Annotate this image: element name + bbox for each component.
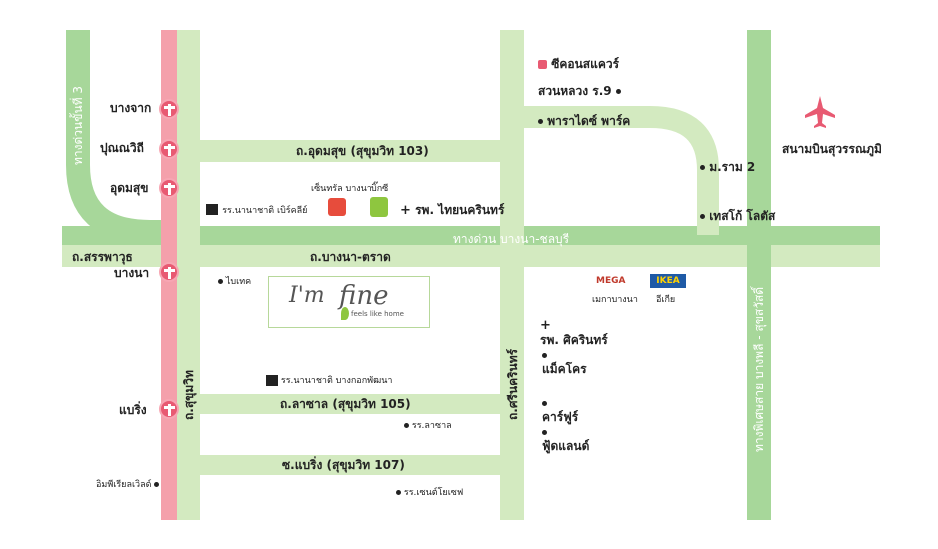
- udomsuk-road-label: ถ.อุดมสุข (สุขุมวิท 103): [296, 144, 429, 158]
- bearing-road: [178, 455, 510, 475]
- st-joseph-label: รร.เซนต์โยเซฟ: [396, 486, 463, 500]
- udomsuk-road: [178, 140, 510, 162]
- mega-logo: MEGA: [596, 276, 626, 286]
- sanphawut-road-label: ถ.สรรพาวุธ: [72, 250, 133, 264]
- ikea-label: อีเกีย: [656, 295, 676, 305]
- makro-label: แม็คโคร: [542, 348, 587, 376]
- bigc-logo-icon: [370, 197, 388, 217]
- ikea-logo: IKEA: [650, 274, 686, 288]
- srinakarin-road: [500, 30, 524, 520]
- station-punnawithi-icon: [159, 139, 179, 159]
- lasalle-road: [178, 394, 510, 414]
- carrefour-label: คาร์ฟูร์: [542, 396, 578, 424]
- expressway-3-label: ทางด่วนขั้นที่ 3: [71, 85, 85, 165]
- tesco-label: เทสโก้ โลตัส: [700, 209, 775, 223]
- school-icon: [206, 204, 218, 215]
- airplane-icon: [805, 96, 835, 128]
- bangna-trad-road-label: ถ.บางนา-ตราด: [310, 250, 391, 264]
- school-icon: [266, 375, 278, 386]
- foodland-label: ฟู้ดแลนด์: [542, 425, 589, 453]
- sukhumvit-road: [176, 30, 200, 520]
- bangna-trad-road: [62, 245, 880, 267]
- station-label-bangna: บางนา: [114, 266, 150, 280]
- mega-label: เมกาบางนา: [592, 295, 638, 305]
- thainakarin-label: + รพ. ไทยนครินทร์: [400, 203, 505, 218]
- station-label-bangchak: บางจาก: [110, 101, 152, 115]
- station-label-udomsuk: อุดมสุข: [110, 181, 149, 195]
- central-logo-icon: [328, 198, 346, 216]
- lasalle-school-label: รร.ลาซาล: [404, 419, 452, 433]
- station-label-punnawithi: ปุณณวิถี: [100, 141, 144, 155]
- suanluang-label: สวนหลวง ร.9: [538, 84, 621, 98]
- bangkok-patana-label: รร.นานาชาติ บางกอกพัฒนา: [266, 374, 392, 388]
- lasalle-road-label: ถ.ลาซาล (สุขุมวิท 105): [280, 397, 411, 411]
- sikarin-label: +รพ. ศิครินทร์: [540, 318, 608, 348]
- bigc-label: บิ๊กซี: [371, 184, 389, 194]
- sukhumvit-road-label: ถ.สุขุมวิท: [182, 370, 196, 420]
- station-udomsuk-icon: [159, 178, 179, 198]
- srinakarin-road-label: ถ.ศรีนครินทร์: [506, 348, 520, 420]
- seacon-logo-icon: [538, 60, 547, 69]
- bangphli-expressway-label: ทางพิเศษสาย บางพลี - สุขสวัสดิ์: [752, 286, 766, 452]
- paradise-park-label: พาราไดซ์ พาร์ค: [538, 114, 630, 128]
- bearing-road-label: ซ.แบริ่ง (สุขุมวิท 107): [282, 458, 405, 472]
- bangphli-expressway: [747, 30, 771, 520]
- central-label: เซ็นทรัล บางนา: [311, 184, 372, 194]
- station-label-bearing: แบริ่ง: [119, 403, 147, 417]
- imperial-world-label: อิมพีเรียลเวิลด์: [96, 478, 160, 492]
- station-bearing-icon: [159, 399, 179, 419]
- bangna-chonburi-label: ทางด่วน บางนา-ชลบุรี: [453, 232, 570, 246]
- station-bangna-icon: [159, 262, 179, 282]
- ramkhamhaeng-2-road: [510, 106, 719, 235]
- project-logo: I'm fine feels like home: [268, 276, 430, 328]
- ram2-label: ม.ราม 2: [700, 160, 755, 174]
- airport-label: สนามบินสุวรรณภูมิ: [782, 142, 882, 156]
- bitec-label: ไบเทค: [218, 275, 251, 289]
- berkeley-school-label: รร.นานาชาติ เบิร์คลีย์: [206, 202, 307, 218]
- seacon-label: ซีคอนสแควร์: [538, 57, 619, 71]
- station-bangchak-icon: [159, 99, 179, 119]
